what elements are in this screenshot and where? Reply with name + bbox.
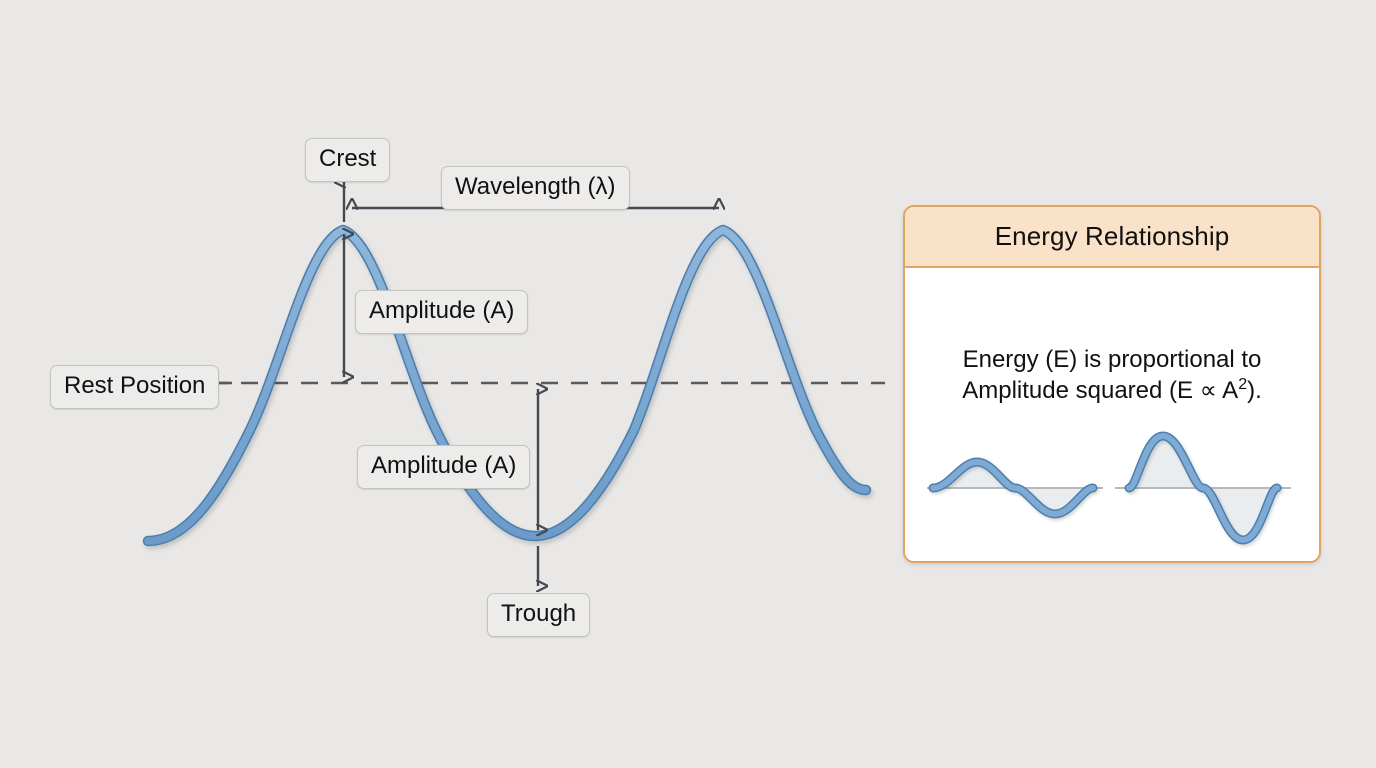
label-rest-position: Rest Position: [50, 365, 220, 409]
label-amplitude-upper: Amplitude (A): [355, 290, 529, 334]
panel-description-line1: Energy (E) is proportional to: [962, 346, 1262, 373]
panel-body: Energy (E) is proportional to Amplitude …: [905, 268, 1319, 561]
mini-wave-lower-energy: [927, 428, 1103, 548]
panel-description-line2-pre: Amplitude squared (E ∝ A: [962, 377, 1239, 404]
panel-description-superscript: 2: [1238, 376, 1248, 393]
label-trough: Trough: [487, 593, 591, 637]
panel-description-line2-post: ).: [1247, 377, 1262, 404]
panel-description: Energy (E) is proportional to Amplitude …: [905, 344, 1319, 406]
main-wave-curve: [142, 224, 872, 547]
panel-header: Energy Relationship: [905, 207, 1319, 268]
panel-title: Energy Relationship: [994, 221, 1230, 251]
energy-relationship-panel: Energy Relationship Energy (E) is propor…: [903, 205, 1321, 563]
label-crest: Crest: [305, 138, 391, 182]
label-amplitude-lower: Amplitude (A): [357, 445, 531, 489]
label-wavelength: Wavelength (λ): [441, 166, 630, 210]
mini-wave-higher-energy: [1115, 428, 1291, 548]
